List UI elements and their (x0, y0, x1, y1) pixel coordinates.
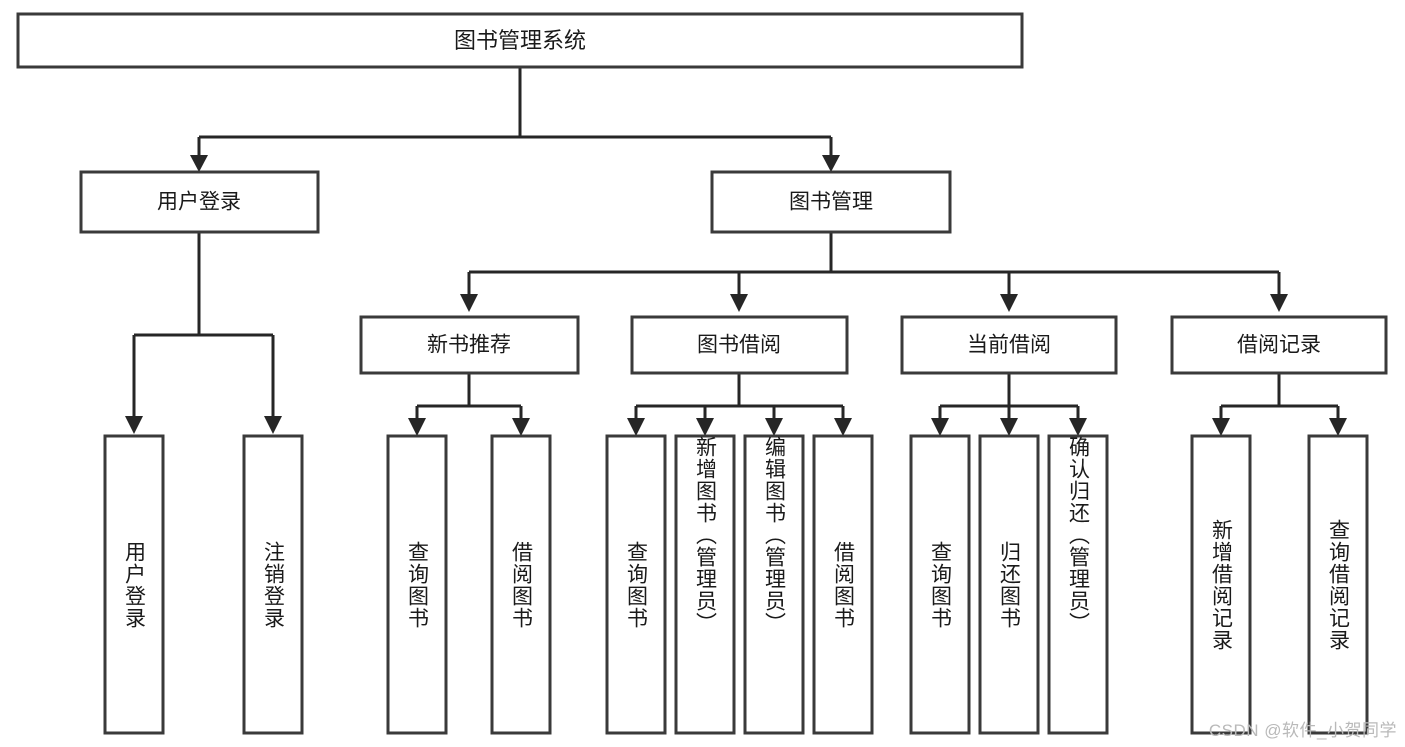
node-book-management-label: 图书管理 (789, 191, 873, 214)
leaf-logout-box[interactable] (242, 434, 304, 735)
node-user-login-box[interactable] (79, 170, 320, 234)
leaf-record-query-box[interactable] (1307, 434, 1369, 735)
connector-group-book-borrow (627, 373, 852, 436)
connector-group-user-login (125, 232, 282, 434)
leaf-current-confirm-box[interactable] (1047, 434, 1109, 735)
arrow-user-login-leaf-1 (125, 416, 143, 434)
leaf-new-book-query-box[interactable] (386, 434, 448, 735)
csdn-watermark: CSDN @软件_小贺同学 (1208, 721, 1397, 740)
arrow-current-borrow-leaf-1 (931, 418, 949, 436)
leaf-borrow-edit-box[interactable] (743, 434, 805, 735)
node-book-management-box[interactable] (710, 170, 952, 234)
arrow-book-borrow-leaf-4 (834, 418, 852, 436)
node-user-login-label: 用户登录 (157, 191, 241, 214)
node-new-book-recommend-label: 新书推荐 (427, 334, 511, 357)
node-borrow-record-label: 借阅记录 (1237, 334, 1321, 357)
leaf-borrow-lend-box[interactable] (812, 434, 874, 735)
leaf-current-return-box[interactable] (978, 434, 1040, 735)
arrow-new-book-leaf-2 (512, 418, 530, 436)
arrow-book-mgmt-child-4 (1270, 294, 1288, 312)
arrow-book-borrow-leaf-3 (765, 418, 783, 436)
arrow-user-login-leaf-2 (264, 416, 282, 434)
arrow-book-borrow-leaf-2 (696, 418, 714, 436)
arrow-current-borrow-leaf-2 (1000, 418, 1018, 436)
leaf-current-query-box[interactable] (909, 434, 971, 735)
leaf-user-login-box[interactable] (103, 434, 165, 735)
arrow-borrow-record-leaf-2 (1329, 418, 1347, 436)
arrow-root-to-user-login (190, 155, 208, 172)
arrow-book-mgmt-child-3 (1000, 294, 1018, 312)
leaf-record-add-box[interactable] (1190, 434, 1252, 735)
connector-group-new-book (408, 373, 530, 436)
connector-group-book-mgmt (460, 232, 1288, 312)
leaf-new-book-borrow-box[interactable] (490, 434, 552, 735)
arrow-book-borrow-leaf-1 (627, 418, 645, 436)
arrow-current-borrow-leaf-3 (1069, 418, 1087, 436)
arrow-book-mgmt-child-2 (730, 294, 748, 312)
node-current-borrow-box[interactable] (900, 315, 1118, 375)
node-current-borrow-label: 当前借阅 (967, 334, 1051, 357)
arrow-new-book-leaf-1 (408, 418, 426, 436)
connector-group-current-borrow (931, 373, 1087, 436)
arrow-root-to-book-mgmt (822, 155, 840, 172)
leaf-borrow-add-box[interactable] (674, 434, 736, 735)
leaf-borrow-query-box[interactable] (605, 434, 667, 735)
connector-group-borrow-record (1212, 373, 1347, 436)
node-new-book-recommend-box[interactable] (359, 315, 580, 375)
arrow-borrow-record-leaf-1 (1212, 418, 1230, 436)
node-borrow-record-box[interactable] (1170, 315, 1388, 375)
node-root-box[interactable] (16, 12, 1024, 69)
node-book-borrow-label: 图书借阅 (697, 334, 781, 357)
arrow-book-mgmt-child-1 (460, 294, 478, 312)
connector-group-root (190, 67, 840, 172)
node-root-label: 图书管理系统 (454, 28, 586, 53)
node-book-borrow-box[interactable] (630, 315, 849, 375)
